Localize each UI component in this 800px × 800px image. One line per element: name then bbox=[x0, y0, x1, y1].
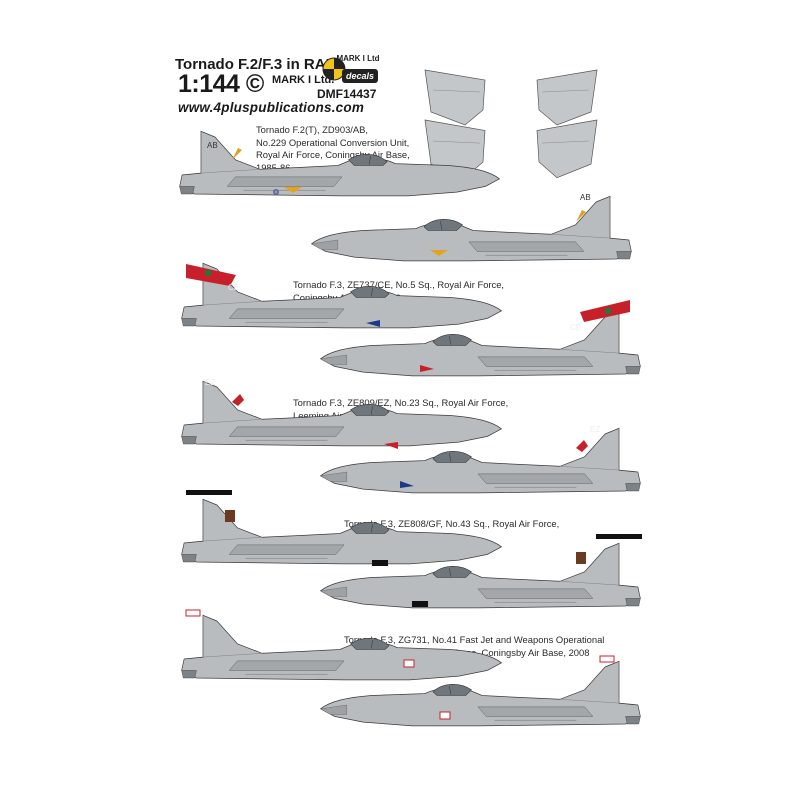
scheme-3-upper-profile: EZ bbox=[181, 378, 502, 449]
scheme-4-lower-profile bbox=[320, 534, 642, 609]
website-link[interactable]: www.4pluspublications.com bbox=[178, 100, 365, 115]
svg-text:AB: AB bbox=[580, 193, 591, 202]
scheme-1-lower-profile: AB bbox=[311, 193, 632, 262]
svg-text:EZ: EZ bbox=[205, 378, 215, 387]
manufacturer-label: MARK I Ltd. bbox=[272, 74, 335, 86]
scheme-2-upper-profile: CE bbox=[181, 262, 502, 329]
scheme-5-lower-profile bbox=[320, 655, 641, 727]
scheme-2-lower-profile: CE bbox=[320, 300, 641, 377]
sheet-title: Tornado F.2/F.3 in RAF bbox=[175, 56, 335, 73]
scheme-1-upper-profile: AB bbox=[179, 130, 500, 197]
wing-planform-left-top bbox=[424, 69, 486, 126]
wing-planform-right-top bbox=[536, 69, 598, 126]
scheme-5-upper-profile bbox=[181, 609, 502, 681]
scale-label: 1:144 © bbox=[178, 70, 264, 98]
scheme-4-upper-profile bbox=[181, 490, 502, 566]
scheme-1-caption: Tornado F.2(T), ZD903/AB, No.229 Operati… bbox=[256, 124, 410, 173]
tail-code: AB bbox=[207, 141, 218, 150]
svg-text:EZ: EZ bbox=[590, 425, 600, 434]
svg-text:CE: CE bbox=[228, 283, 239, 292]
mark1-decals-logo: decals MARK I Ltd bbox=[322, 54, 380, 83]
wing-planform-right-bottom bbox=[536, 119, 598, 179]
logo-decals-text: decals bbox=[346, 71, 374, 81]
logo-mark-text: MARK I Ltd bbox=[336, 54, 379, 63]
scheme-3-lower-profile: EZ bbox=[320, 425, 641, 494]
product-code: DMF14437 bbox=[317, 87, 377, 101]
svg-text:CE: CE bbox=[570, 323, 581, 332]
